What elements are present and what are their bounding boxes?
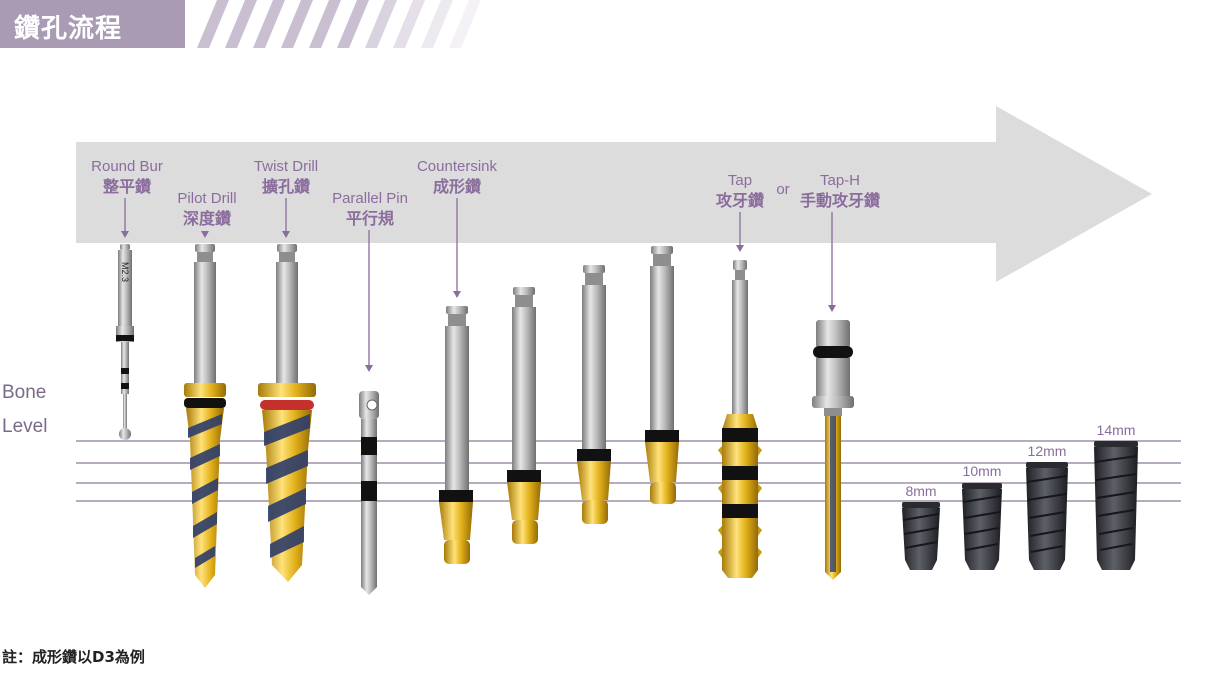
implant-label-10mm: 10mm xyxy=(962,463,1002,479)
implant-label-8mm: 8mm xyxy=(905,483,937,499)
pilot-drill-tool xyxy=(184,244,226,588)
bone-level-lines xyxy=(76,440,1181,502)
implant-label-12mm: 12mm xyxy=(1027,443,1067,459)
implant-14mm xyxy=(1094,441,1138,570)
header-band xyxy=(0,0,185,48)
implant-12mm xyxy=(1026,462,1068,570)
parallel-pin-tool xyxy=(359,391,379,595)
pointer-arrows xyxy=(121,198,836,372)
implants xyxy=(902,441,1138,570)
bone-level-label-2: Level xyxy=(2,416,48,437)
implant-10mm xyxy=(962,483,1002,570)
label-countersink: Countersink 成形鑽 xyxy=(416,158,498,196)
label-twist-drill: Twist Drill 擴孔鑽 xyxy=(253,158,319,196)
label-tap-h: Tap-H 手動攻牙鑽 xyxy=(799,172,881,210)
label-pilot-drill: Pilot Drill 深度鑽 xyxy=(177,190,237,228)
round-bur-marking: M2.3 xyxy=(120,262,130,282)
implant-label-14mm: 14mm xyxy=(1096,422,1136,438)
process-arrow xyxy=(76,106,1152,282)
tap-tool xyxy=(718,260,762,578)
label-tap: Tap 攻牙鑽 xyxy=(715,172,765,210)
label-or: or xyxy=(776,181,790,198)
bone-level-label-1: Bone xyxy=(2,382,47,403)
page-title: 鑽孔流程 xyxy=(14,14,123,44)
implant-8mm xyxy=(902,502,940,570)
label-parallel-pin: Parallel Pin 平行規 xyxy=(332,190,408,228)
round-bur-tool: M2.3 xyxy=(116,244,134,440)
label-round-bur: Round Bur 整平鑽 xyxy=(91,158,163,196)
footnote: 註：成形鑽以D3為例 xyxy=(2,648,145,666)
countersink-tools xyxy=(439,246,679,564)
header-stripes xyxy=(197,0,481,48)
tap-h-tool xyxy=(812,320,854,580)
twist-drill-tool xyxy=(258,244,316,582)
